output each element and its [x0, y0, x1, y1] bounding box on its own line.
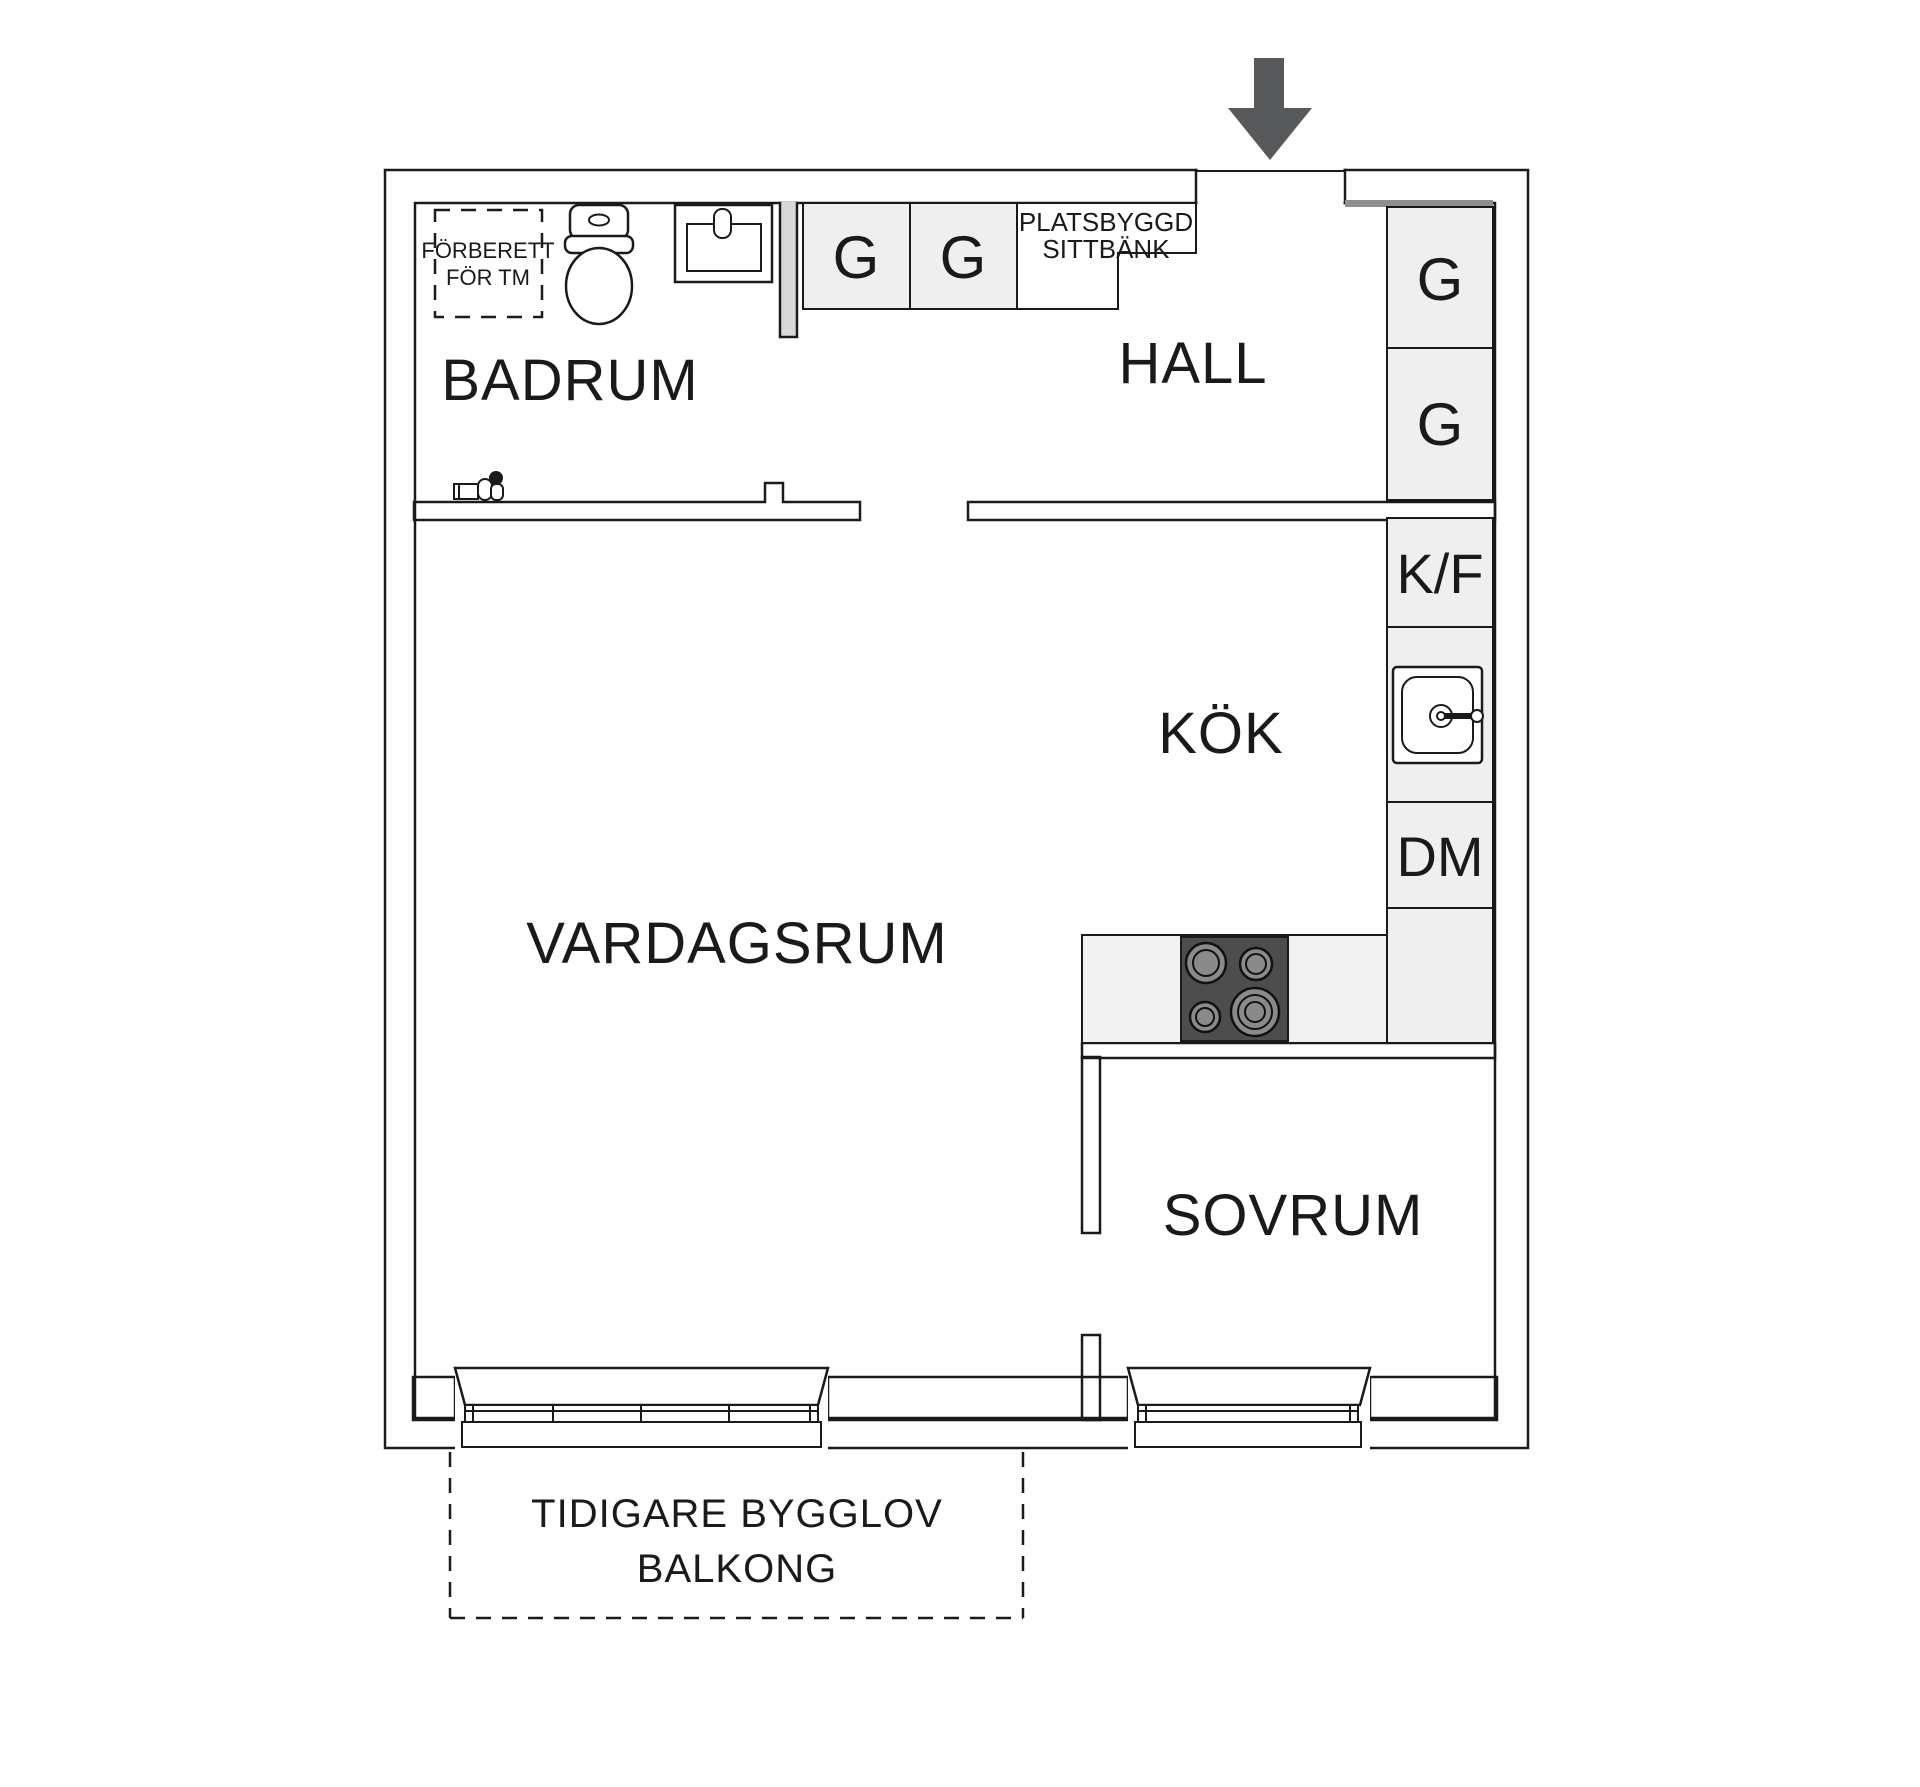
dishwasher-label: DM: [1396, 825, 1483, 888]
bedroom-window-frame: [1137, 1404, 1359, 1423]
entry-closets: G G: [1386, 206, 1494, 501]
hall-closet-1-label: G: [833, 224, 880, 291]
entry-closet-2: [1386, 347, 1494, 501]
toilet-button: [588, 213, 610, 227]
entry-closet-2-label: G: [1417, 391, 1464, 458]
burner-bottom-left: [1188, 1000, 1222, 1034]
accessory-jar: [490, 483, 504, 501]
bench-label-line1: PLATSBYGGD: [1019, 207, 1193, 237]
dishwasher-box: [1386, 801, 1494, 909]
bench-label-line2: SITTBÄNK: [1042, 234, 1170, 264]
burner-top-left: [1184, 941, 1228, 985]
balcony-label-line1: TIDIGARE BYGGLOV: [531, 1492, 943, 1536]
living-room-window: [453, 1366, 830, 1450]
fridge-freezer-box: [1386, 517, 1494, 628]
bedroom-left-wall-upper: [1080, 1055, 1102, 1235]
hall-closet-2-label: G: [940, 224, 987, 291]
washing-machine-note-line1: FÖRBERETT: [421, 238, 554, 263]
accessory-blob: [489, 471, 503, 485]
hall-closet-2: [909, 202, 1018, 310]
balcony-dashed-boundary: [448, 1452, 1025, 1620]
entrance-opening: [1194, 166, 1347, 206]
hall-kitchen-wall: [966, 500, 1497, 522]
kitchen-counter: [1081, 934, 1388, 1044]
room-label-badrum: BADRUM: [441, 348, 698, 413]
room-label-hall: HALL: [1118, 331, 1267, 396]
washing-machine-note-line2: FÖR TM: [446, 265, 530, 290]
bathroom-bottom-wall: [412, 481, 862, 522]
burner-bottom-right-ring: [1237, 994, 1273, 1030]
toilet-icon: [563, 203, 635, 326]
bathroom-right-wall-edges: [778, 201, 799, 339]
entrance-wall-caps: [1194, 168, 1347, 205]
burner-top-right-ring: [1245, 953, 1267, 975]
bathroom-sink-tap: [713, 208, 732, 239]
living-window-reveal: [453, 1366, 830, 1407]
living-window-mullions: [464, 1404, 819, 1423]
bedroom-window-mullions: [1137, 1404, 1359, 1423]
bench-outline: [1016, 202, 1197, 310]
bedroom-window-sill: [1134, 1421, 1362, 1448]
bathroom-sink-icon: [673, 203, 774, 284]
living-window-sill: [461, 1421, 822, 1448]
room-label-sovrum: SOVRUM: [1163, 1183, 1424, 1248]
kitchen-tap-center: [1436, 711, 1446, 721]
kitchen-column: K/F DM: [1386, 517, 1494, 1044]
bathroom-right-wall-fill: [780, 202, 797, 337]
room-label-kok: KÖK: [1158, 701, 1284, 766]
bedroom-window: [1126, 1366, 1372, 1450]
entry-closet-rail: [1345, 200, 1493, 207]
kitchen-sink-icon: [1391, 665, 1484, 765]
accessory-bottle: [477, 478, 493, 501]
washing-machine-reserved-area: [433, 208, 544, 319]
burner-bottom-left-ring: [1195, 1007, 1215, 1027]
balcony-outline: TIDIGARE BYGGLOV BALKONG: [448, 1452, 1025, 1620]
bedroom-window-reveal: [1126, 1366, 1372, 1407]
built-in-bench: PLATSBYGGD SITTBÄNK: [1016, 202, 1197, 310]
fridge-freezer-label: K/F: [1396, 542, 1483, 605]
room-label-vardagsrum: VARDAGSRUM: [526, 911, 947, 976]
kitchen-tap-base: [1429, 704, 1453, 728]
toilet-bowl: [564, 246, 634, 326]
entry-closet-1-label: G: [1417, 246, 1464, 313]
kitchen-tap-knob: [1470, 709, 1484, 723]
entry-closet-1: [1386, 206, 1494, 349]
room-labels: BADRUM HALL KÖK VARDAGSRUM SOVRUM: [441, 331, 1424, 1248]
hall-closet-1: [802, 202, 911, 310]
stove-burners: [1184, 941, 1281, 1038]
entrance-gap: [1197, 166, 1344, 206]
balcony-label-line2: BALKONG: [637, 1547, 837, 1591]
burner-bottom-right-core: [1244, 1001, 1266, 1023]
burner-top-left-ring: [1192, 949, 1220, 977]
interior-walls: [411, 201, 1499, 1422]
bathroom-fixtures: FÖRBERETT FÖR TM: [421, 203, 774, 501]
counter-end-box: [1386, 907, 1494, 1044]
bathroom-accessories-icon: [453, 471, 504, 501]
hall-closets: G G: [802, 202, 1018, 310]
burner-top-right: [1238, 946, 1274, 982]
accessory-tray: [453, 483, 479, 500]
entrance-arrow-icon: [1228, 58, 1312, 160]
